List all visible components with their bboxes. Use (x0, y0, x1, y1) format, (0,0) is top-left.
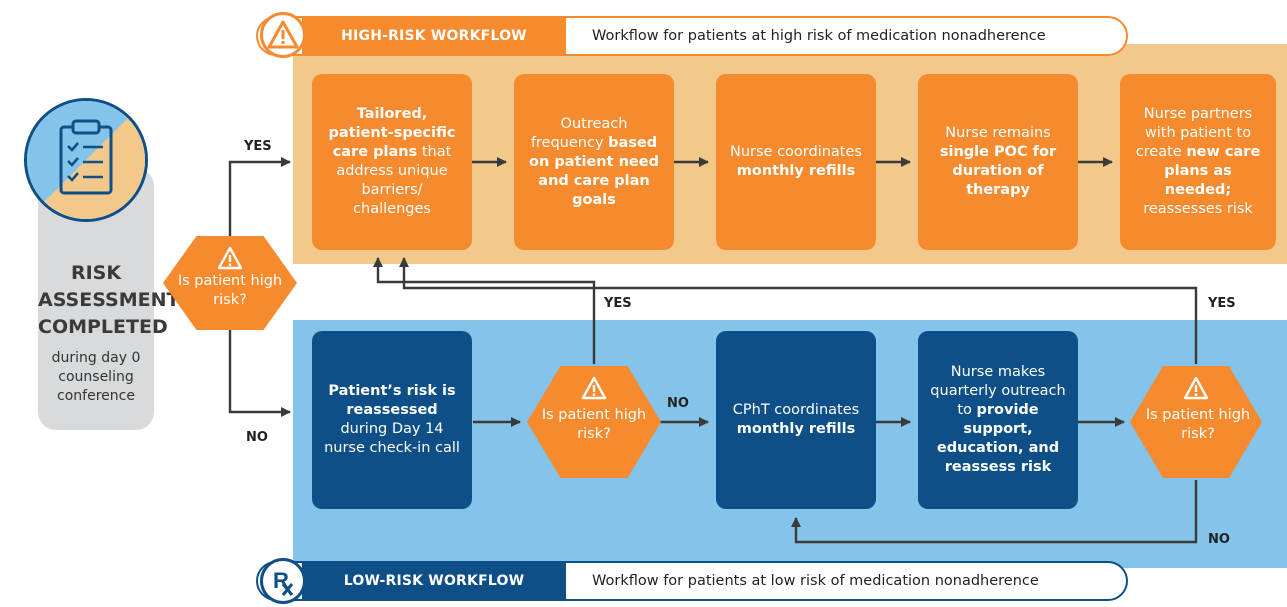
label-no-day14: NO (667, 396, 689, 411)
clipboard-checklist-icon (24, 98, 148, 222)
high-step-single-poc: Nurse remains single POC for duration of… (918, 74, 1078, 250)
step-text-part: based on patient need and care plan goal… (529, 134, 659, 208)
step-text-part: provide support, education, and reassess… (936, 402, 1060, 475)
step-text-part: Nurse coordinates (730, 144, 862, 160)
step-text-part: Outreach frequency (530, 115, 628, 151)
rx-icon: R (260, 558, 306, 604)
label-yes-initial: YES (244, 139, 272, 154)
low-step-reassessed: Patient’s risk is reassessed during Day … (312, 331, 472, 509)
warning-icon (217, 246, 243, 270)
decision-question-initial: Is patient high risk? (177, 273, 283, 308)
arrow-right-no (790, 480, 1198, 544)
step-text-part: Nurse remains (945, 125, 1051, 141)
low-step-quarterly-outreach: Nurse makes quarterly outreach to provid… (918, 331, 1078, 509)
risk-assessment-title: RISK ASSESSMENT COMPLETED (38, 262, 180, 338)
step-text-part: single POC for duration of therapy (939, 144, 1057, 198)
arrow-mid-yes (372, 256, 596, 364)
step-text-part: Nurse makes quarterly outreach to (930, 364, 1066, 418)
label-no-initial: NO (246, 430, 268, 445)
low-risk-header: LOW-RISK WORKFLOW Workflow for patients … (256, 561, 1128, 601)
warning-icon (260, 12, 306, 58)
low-risk-tag: LOW-RISK WORKFLOW (302, 563, 566, 599)
decision-question-quarterly: Is patient high risk? (1145, 407, 1251, 442)
step-text-part: new care plans as needed; (1164, 144, 1261, 198)
step-text-part: Nurse partners with patient to create (1135, 106, 1253, 160)
high-risk-tag: HIGH-RISK WORKFLOW (302, 18, 566, 54)
warning-icon (1183, 376, 1209, 400)
step-text-part: monthly refills (736, 163, 856, 179)
step-text-part: Patient’s risk is reassessed (328, 383, 456, 418)
high-step-outreach-frequency: Outreach frequency based on patient need… (514, 74, 674, 250)
high-step-new-care-plans: Nurse partners with patient to create ne… (1120, 74, 1276, 250)
high-step-tailored-care-plans: Tailored, patient-specific care plans th… (312, 74, 472, 250)
high-risk-header: HIGH-RISK WORKFLOW Workflow for patients… (256, 16, 1128, 56)
step-text-part: CPhT coordinates (732, 402, 860, 418)
low-risk-description: Workflow for patients at low risk of med… (592, 573, 1039, 589)
label-yes-day14: YES (604, 296, 632, 311)
label-yes-quarterly: YES (1208, 296, 1236, 311)
high-risk-description: Workflow for patients at high risk of me… (592, 28, 1046, 44)
arrow-left-to-high (228, 156, 292, 240)
arrow-right-yes (398, 256, 1198, 364)
step-text-part: during Day 14 nurse check-in call (324, 421, 460, 456)
step-text-part: reassesses risk (1143, 201, 1253, 217)
step-text-part: that address unique barriers/ challenges (336, 144, 452, 217)
warning-icon (581, 376, 607, 400)
arrow-left-to-low (228, 326, 292, 418)
high-step-nurse-refills: Nurse coordinates monthly refills (716, 74, 876, 250)
step-text-part: Tailored, patient-specific care plans (328, 106, 456, 160)
decision-question-day14: Is patient high risk? (541, 407, 647, 442)
step-text-part: monthly refills (736, 421, 856, 437)
low-step-cpht-refills: CPhT coordinates monthly refills (716, 331, 876, 509)
label-no-quarterly: NO (1208, 532, 1230, 547)
risk-assessment-subtitle: during day 0 counseling conference (51, 350, 141, 404)
